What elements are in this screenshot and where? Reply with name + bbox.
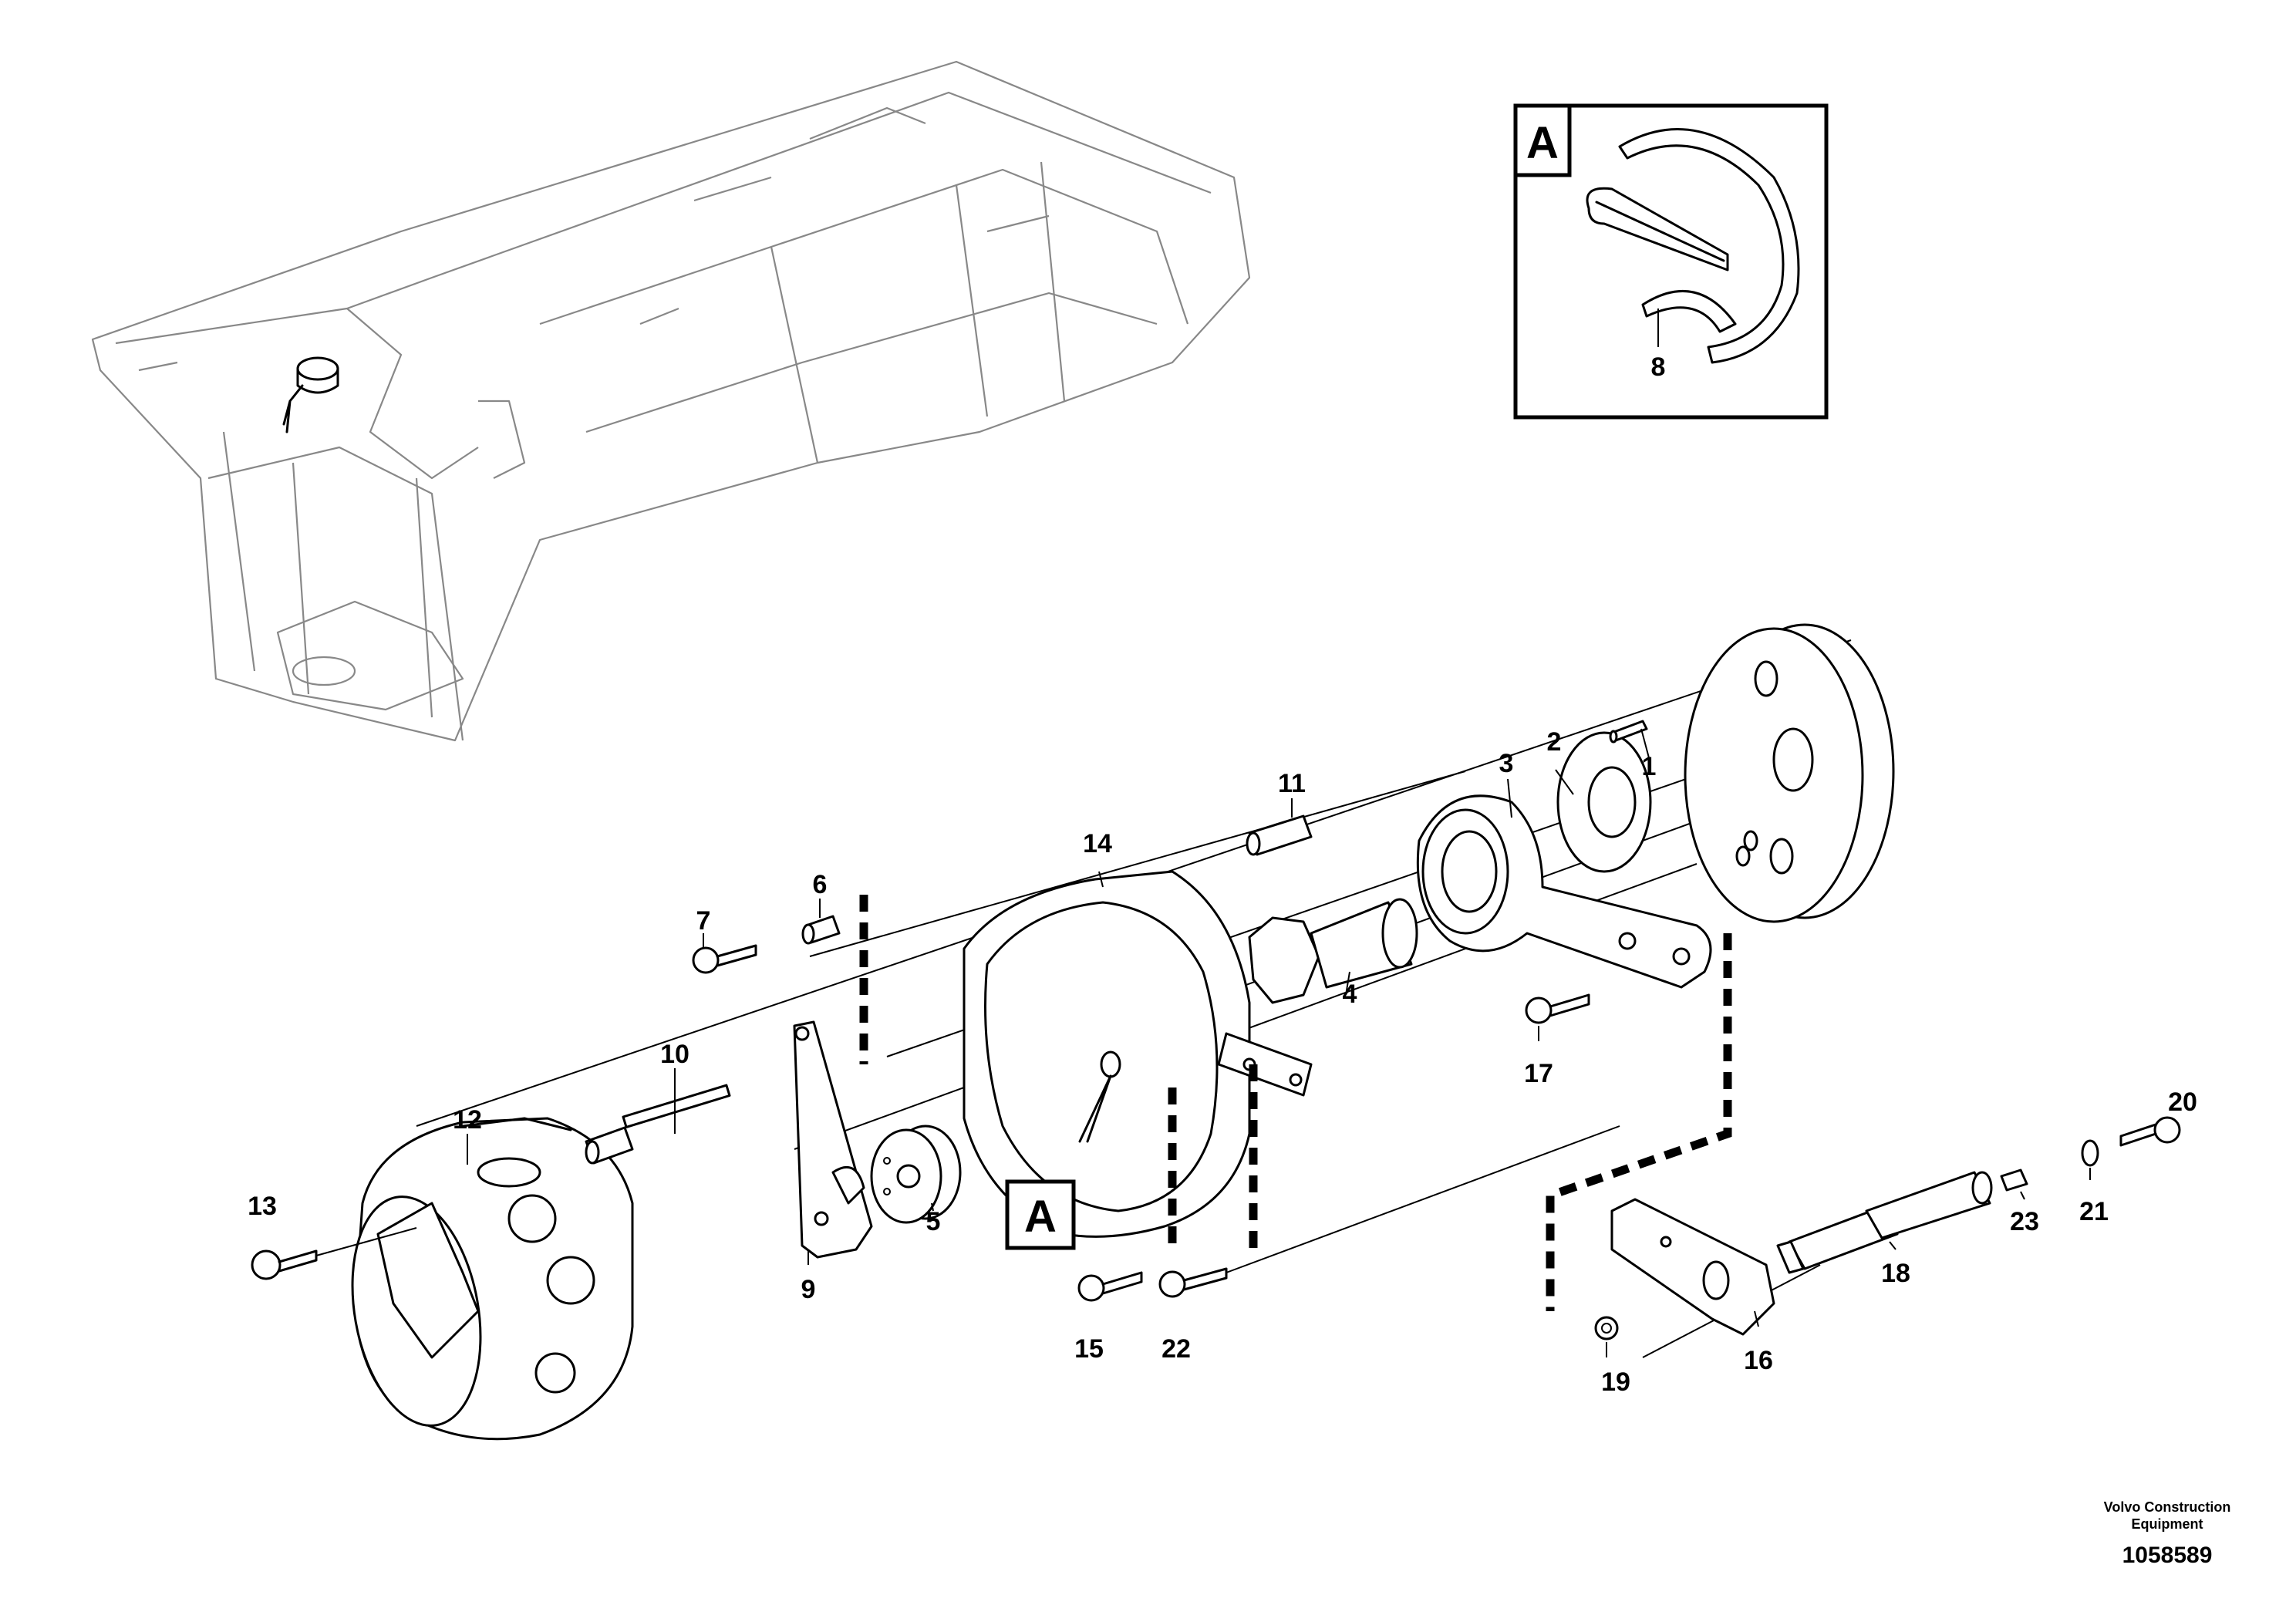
part-16-plate [1610, 1198, 1775, 1336]
part-1-pin [1609, 720, 1648, 744]
part-3-bearing [1416, 794, 1712, 989]
footer-figure-id: 1058589 [2122, 1543, 2213, 1568]
label-part-14: 14 [1083, 829, 1112, 858]
label-part-8: 8 [1651, 352, 1666, 382]
label-part-3: 3 [1499, 749, 1514, 778]
part-20-bolt [2119, 1116, 2181, 1147]
part-21-washer [2081, 1139, 2099, 1167]
part-12-shroud [351, 1117, 634, 1441]
chassis-frame [91, 60, 1251, 742]
part-2-washer [1556, 731, 1652, 873]
label-part-15: 15 [1074, 1334, 1104, 1364]
part-4-shaft [1248, 898, 1418, 1004]
footer: Volvo Construction Equipment 1058589 [2104, 1499, 2231, 1568]
label-part-17: 17 [1524, 1059, 1553, 1088]
part-18-rod [1776, 1171, 1993, 1274]
part-6-sleeve [801, 915, 841, 945]
part-19-nut [1594, 1316, 1619, 1340]
flange-disc [1684, 623, 1895, 923]
label-part-13: 13 [248, 1192, 277, 1221]
part-17-bolt [1525, 993, 1590, 1024]
part-labels: 1 2 3 4 5 6 7 8 9 10 11 12 13 14 15 16 1… [248, 352, 2197, 1397]
label-part-23: 23 [2010, 1207, 2039, 1236]
footer-company-line2: Equipment [2132, 1516, 2203, 1532]
frame-location-marker [282, 356, 339, 433]
part-5-pulley [870, 1125, 962, 1224]
label-part-6: 6 [813, 870, 828, 899]
label-part-10: 10 [660, 1040, 689, 1069]
footer-company-line1: Volvo Construction [2104, 1499, 2231, 1515]
label-part-9: 9 [801, 1275, 816, 1304]
detail-ref-label: A [1024, 1192, 1057, 1242]
label-part-16: 16 [1744, 1346, 1773, 1375]
label-part-1: 1 [1642, 752, 1657, 781]
detail-box-label: A [1526, 118, 1559, 168]
label-part-11: 11 [1278, 769, 1306, 798]
label-part-22: 22 [1161, 1334, 1191, 1364]
label-part-4: 4 [1343, 980, 1357, 1009]
part-10-pin [585, 1084, 731, 1165]
label-part-21: 21 [2079, 1197, 2109, 1226]
label-part-18: 18 [1881, 1259, 1910, 1288]
part-22-bolt [1158, 1267, 1228, 1298]
part-23-spacer [2000, 1168, 2028, 1192]
label-part-20: 20 [2168, 1088, 2197, 1117]
part-11-spacer [1246, 814, 1313, 856]
part-13-bolt [251, 1227, 417, 1280]
part-9-bracket [793, 1020, 873, 1259]
label-part-19: 19 [1601, 1367, 1630, 1397]
label-part-2: 2 [1547, 727, 1562, 757]
snap-ring-callout: A [1005, 1050, 1121, 1250]
leader-lines [467, 728, 2091, 1357]
label-part-5: 5 [926, 1207, 941, 1236]
group-dashes [859, 895, 1732, 1311]
detail-a-box: A [1513, 103, 1829, 420]
label-part-12: 12 [453, 1105, 482, 1135]
part-7-bolt [692, 944, 757, 974]
label-part-7: 7 [696, 906, 711, 936]
part-15-bolt [1077, 1271, 1143, 1302]
